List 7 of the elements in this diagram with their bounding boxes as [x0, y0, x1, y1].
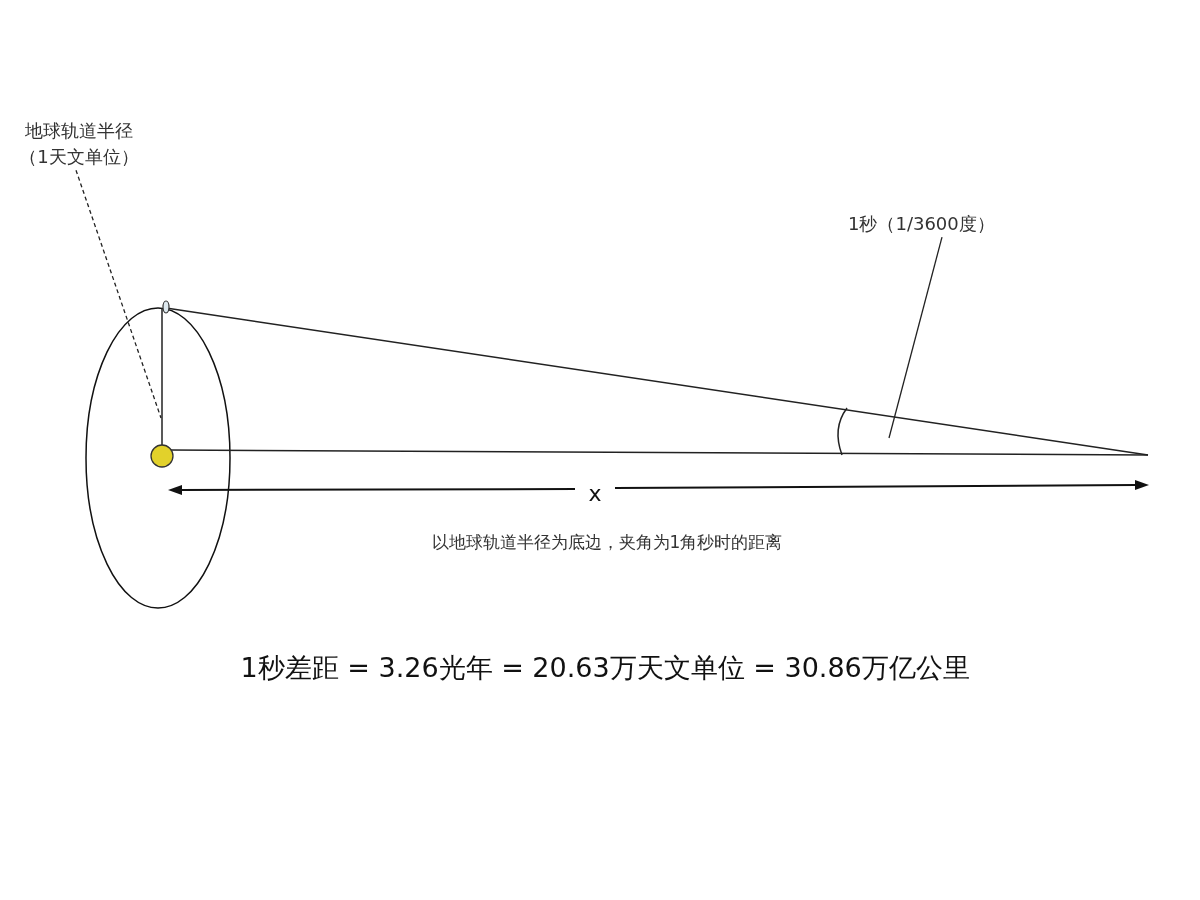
leader-line — [888, 236, 943, 439]
callout-text: 地球轨道半径（1天文单位） — [12, 118, 146, 171]
caption-text: 以地球轨道半径为底边，夹角为1角秒时的距离 — [431, 532, 783, 553]
formula-text: 1秒差距 = 3.26光年 = 20.63万天文单位 = 30.86万亿公里 — [240, 652, 970, 685]
dimension-label: x — [588, 481, 602, 508]
leader-line — [75, 169, 162, 419]
callout-text: 1秒（1/3600度） — [848, 211, 995, 238]
